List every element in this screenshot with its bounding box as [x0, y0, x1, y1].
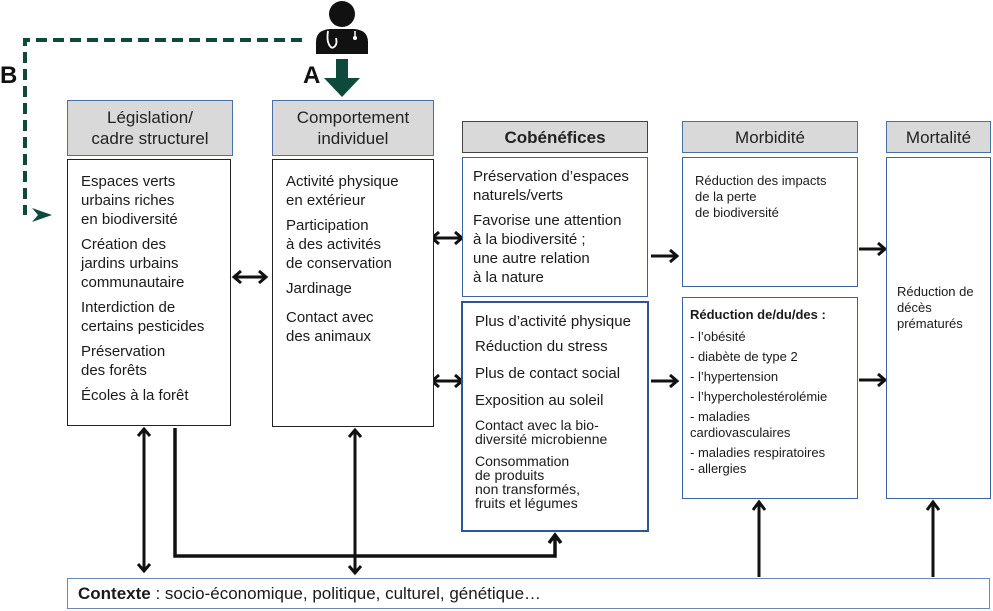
legislation-item: Préservation des forêts	[81, 343, 166, 379]
cobenefits-header: Cobénéfices	[462, 121, 648, 153]
mortality-header: Mortalité	[886, 121, 991, 153]
mortality-text: Réduction de décès prématurés	[897, 284, 974, 331]
behaviour-box: Activité physique en extérieur Participa…	[272, 159, 434, 427]
cobenefit-item: Favorise une attention à la biodiversité…	[473, 212, 622, 286]
pathway-a-arrow-shaft	[336, 59, 348, 81]
morbidity-bottom-box: Réduction de/du/des : - l’obésité - diab…	[682, 297, 858, 499]
pathway-a-label: A	[303, 62, 321, 89]
legislation-item: Interdiction de certains pesticides	[81, 299, 205, 335]
double-arrow-behaviour-cobenefits-bottom	[429, 373, 465, 389]
cobenefit-item: Exposition au soleil	[475, 392, 604, 409]
behaviour-header: Comportement individuel	[272, 100, 434, 156]
behaviour-item: Activité physique en extérieur	[286, 173, 399, 209]
pathway-b-arrowhead	[32, 208, 52, 222]
morbidity-item: - diabète de type 2	[690, 349, 798, 364]
cobenefits-top-box: Préservation d’espaces naturels/verts Fa…	[462, 157, 648, 297]
arrow-morbidity-to-mortality-bottom	[859, 372, 888, 388]
cobenefit-item: Plus d’activité physique	[475, 313, 631, 330]
mortality-box: Réduction de décès prématurés	[886, 157, 991, 499]
double-arrow-behaviour-cobenefits-top	[429, 230, 465, 246]
behaviour-item: Contact avec des animaux	[286, 309, 374, 345]
morbidity-header: Morbidité	[682, 121, 858, 153]
legislation-item: Création des jardins urbains communautai…	[81, 236, 185, 291]
context-bar: Contexte : socio-économique, politique, …	[67, 578, 990, 609]
context-label: Contexte	[78, 583, 151, 603]
arrow-cobenefits-to-morbidity-bottom	[651, 373, 680, 389]
context-text: : socio-économique, politique, culturel,…	[150, 583, 542, 603]
legislation-box: Espaces verts urbains riches en biodiver…	[67, 159, 231, 426]
morbidity-top-box: Réduction des impacts de la perte de bio…	[682, 157, 858, 287]
cobenefit-item: Plus de contact social	[475, 365, 621, 382]
morbidity-bottom-title: Réduction de/du/des :	[690, 307, 826, 322]
cobenefits-bottom-box: Plus d’activité physique Réduction du st…	[461, 301, 649, 532]
arrow-cobenefits-to-morbidity-top	[651, 248, 680, 264]
pathway-b-label: B	[0, 62, 18, 89]
behaviour-item: Jardinage	[286, 280, 352, 297]
cobenefit-item: Préservation d’espaces naturels/verts	[473, 168, 629, 204]
legislation-item: Écoles à la forêt	[81, 387, 189, 404]
arrow-context-to-mortality	[925, 499, 941, 577]
pathway-a-arrowhead	[324, 78, 360, 97]
arrow-morbidity-to-mortality-top	[859, 241, 888, 257]
double-arrow-behaviour-context	[347, 427, 363, 576]
behaviour-item: Participation à des activités de conserv…	[286, 217, 392, 272]
double-arrow-legislation-behaviour	[231, 269, 269, 285]
cobenefit-item: Consommation de produits non transformés…	[475, 453, 581, 511]
doctor-icon	[316, 1, 368, 54]
legislation-header: Législation/ cadre structurel	[67, 100, 233, 156]
morbidity-item: - l’hypertension	[690, 369, 779, 384]
morbidity-top-text: Réduction des impacts de la perte de bio…	[695, 173, 827, 220]
morbidity-item: - maladies cardiovasculaires	[690, 409, 791, 440]
arrow-context-to-morbidity	[751, 499, 767, 577]
double-arrow-legislation-context	[136, 426, 152, 574]
cobenefit-item: Contact avec la bio- diversité microbien…	[475, 417, 608, 447]
morbidity-item: - l’obésité	[690, 329, 746, 344]
morbidity-item: - maladies respiratoires - allergies	[690, 445, 826, 476]
cobenefit-item: Réduction du stress	[475, 338, 608, 355]
morbidity-item: - l’hypercholestérolémie	[690, 389, 828, 404]
legislation-item: Espaces verts urbains riches en biodiver…	[81, 173, 178, 228]
